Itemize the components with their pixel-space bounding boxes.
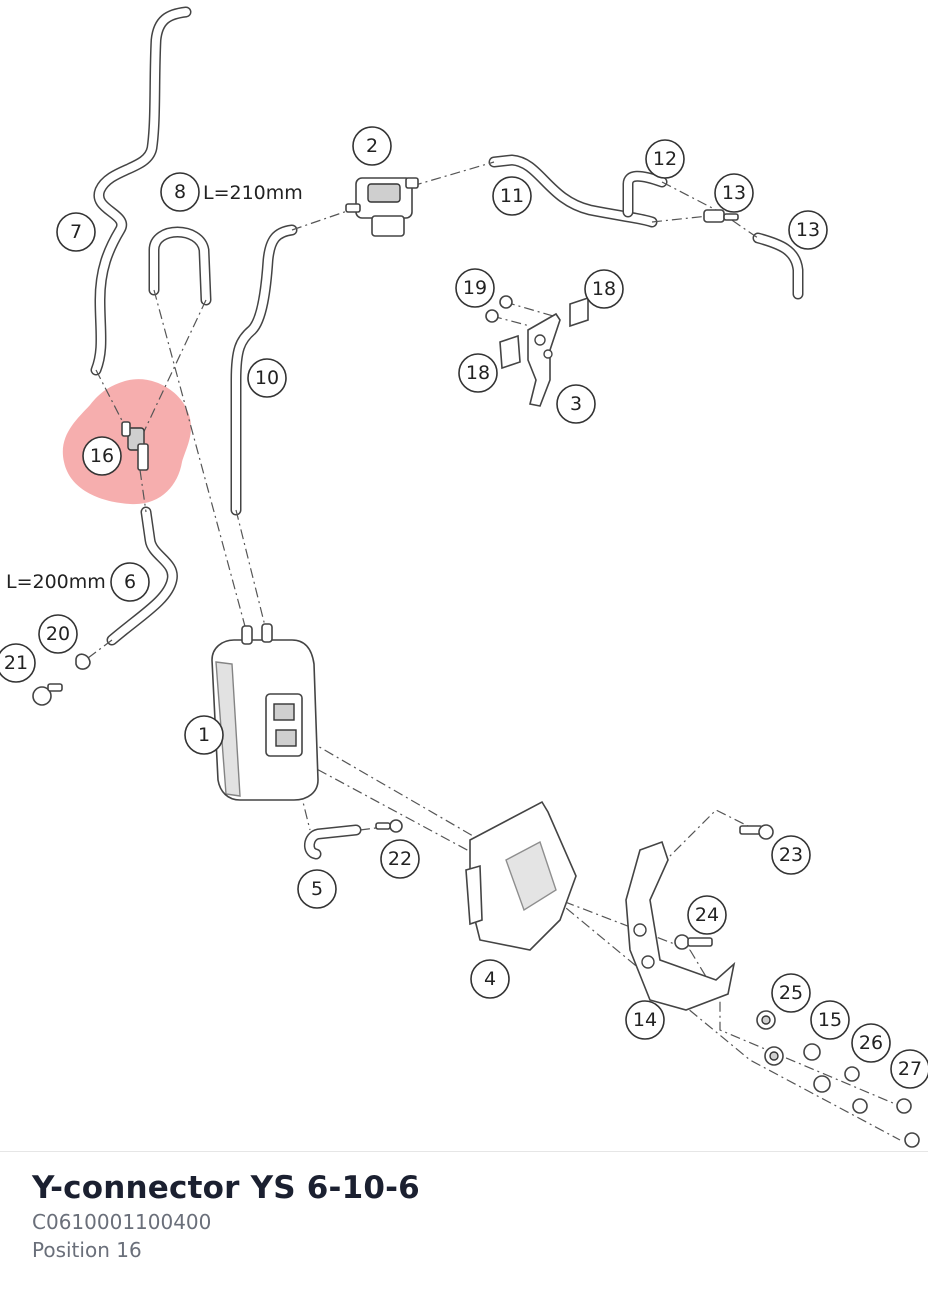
svg-text:15: 15 xyxy=(818,1009,842,1031)
svg-text:16: 16 xyxy=(90,445,114,467)
svg-text:2: 2 xyxy=(366,135,378,157)
screw-21[interactable] xyxy=(32,683,63,706)
screw-27[interactable] xyxy=(896,1098,920,1148)
bracket-5[interactable] xyxy=(625,840,736,1011)
callout-15[interactable]: 15 xyxy=(810,1000,850,1040)
part-info-panel: Y-connector YS 6-10-6 C0610001100400 Pos… xyxy=(32,1168,420,1264)
screw-19[interactable] xyxy=(485,295,513,323)
callout-10[interactable]: 8 xyxy=(160,172,200,212)
callout-6[interactable]: 5 xyxy=(297,869,337,909)
svg-text:24: 24 xyxy=(695,904,719,926)
callout-7[interactable]: 6 xyxy=(110,562,150,602)
svg-text:18: 18 xyxy=(466,362,490,384)
hose-10[interactable] xyxy=(148,226,212,306)
callout-13-upper[interactable]: 12 xyxy=(645,139,685,179)
washer-15[interactable] xyxy=(803,1043,831,1093)
part-number: C0610001100400 xyxy=(32,1210,212,1234)
callout-19[interactable]: 19 xyxy=(455,268,495,308)
svg-text:13: 13 xyxy=(722,182,746,204)
divider xyxy=(0,1151,928,1152)
highlight-position-16 xyxy=(62,379,192,505)
callout-13-lower[interactable]: 13 xyxy=(788,210,828,250)
callouts: 2 8 7 11 12 13 13 19 18 18 3 10 16 6 20 … xyxy=(0,126,928,1089)
holder-4[interactable] xyxy=(465,800,577,951)
svg-text:26: 26 xyxy=(859,1032,883,1054)
nut-25[interactable] xyxy=(756,1010,784,1066)
nut-26[interactable] xyxy=(844,1066,868,1114)
svg-text:23: 23 xyxy=(779,844,803,866)
hose-11[interactable] xyxy=(230,224,298,516)
callout-3[interactable]: 3 xyxy=(556,384,596,424)
screw-24[interactable] xyxy=(674,934,713,950)
callout-25[interactable]: 25 xyxy=(771,973,811,1013)
connector-14[interactable] xyxy=(703,209,739,223)
hose-13-upper[interactable] xyxy=(622,170,668,218)
callout-18-lower[interactable]: 18 xyxy=(458,353,498,393)
callout-11[interactable]: 10 xyxy=(247,358,287,398)
canister-1[interactable] xyxy=(211,623,319,801)
svg-text:12: 12 xyxy=(653,148,677,170)
callout-16[interactable]: 16 xyxy=(82,436,122,476)
callout-14[interactable]: 13 xyxy=(714,173,754,213)
callout-21[interactable]: 21 xyxy=(0,643,36,683)
svg-text:8: 8 xyxy=(174,181,186,203)
callout-20[interactable]: 20 xyxy=(38,614,78,654)
svg-text:4: 4 xyxy=(484,968,496,990)
svg-text:11: 11 xyxy=(500,185,524,207)
hose-7[interactable] xyxy=(106,506,178,646)
part-position: Position 16 xyxy=(32,1238,142,1262)
svg-text:1: 1 xyxy=(198,724,210,746)
svg-text:14: 14 xyxy=(633,1009,657,1031)
svg-text:10: 10 xyxy=(255,367,279,389)
purge-valve-2[interactable] xyxy=(345,177,419,237)
dimension-label-hose-10: L=210mm xyxy=(203,182,303,204)
callout-23[interactable]: 23 xyxy=(771,835,811,875)
svg-text:3: 3 xyxy=(570,393,582,415)
callout-4[interactable]: 4 xyxy=(470,959,510,999)
dimension-label-hose-7: L=200mm xyxy=(6,571,106,593)
svg-text:27: 27 xyxy=(898,1058,922,1080)
callout-24[interactable]: 24 xyxy=(687,895,727,935)
screw-23[interactable] xyxy=(739,824,774,840)
hose-12[interactable] xyxy=(488,154,658,228)
hose-8[interactable] xyxy=(90,6,192,376)
callout-27[interactable]: 27 xyxy=(890,1049,928,1089)
svg-text:13: 13 xyxy=(796,219,820,241)
svg-text:25: 25 xyxy=(779,982,803,1004)
svg-text:22: 22 xyxy=(388,848,412,870)
elbow-hose-6[interactable] xyxy=(304,824,362,860)
svg-text:5: 5 xyxy=(311,878,323,900)
clip-18-upper[interactable] xyxy=(569,296,589,328)
callout-12[interactable]: 11 xyxy=(492,176,532,216)
callout-8[interactable]: 7 xyxy=(56,212,96,252)
bracket-3[interactable] xyxy=(527,312,561,407)
y-connector-16[interactable] xyxy=(121,421,149,471)
clip-20[interactable] xyxy=(75,653,91,670)
exploded-parts-diagram: 2 8 7 11 12 13 13 19 18 18 3 10 16 6 20 … xyxy=(0,6,928,1148)
callout-2[interactable]: 2 xyxy=(352,126,392,166)
svg-text:18: 18 xyxy=(592,278,616,300)
svg-text:7: 7 xyxy=(70,221,82,243)
screw-22[interactable] xyxy=(375,819,403,833)
svg-text:6: 6 xyxy=(124,571,136,593)
callout-18-upper[interactable]: 18 xyxy=(584,269,624,309)
part-title: Y-connector YS 6-10-6 xyxy=(32,1170,420,1206)
clip-18-lower[interactable] xyxy=(499,334,521,370)
callout-1[interactable]: 1 xyxy=(184,715,224,755)
callout-26[interactable]: 26 xyxy=(851,1023,891,1063)
svg-text:20: 20 xyxy=(46,623,70,645)
callout-22[interactable]: 22 xyxy=(380,839,420,879)
svg-text:19: 19 xyxy=(463,277,487,299)
callout-5[interactable]: 14 xyxy=(625,1000,665,1040)
hose-13-lower[interactable] xyxy=(752,232,804,300)
svg-text:21: 21 xyxy=(4,652,28,674)
